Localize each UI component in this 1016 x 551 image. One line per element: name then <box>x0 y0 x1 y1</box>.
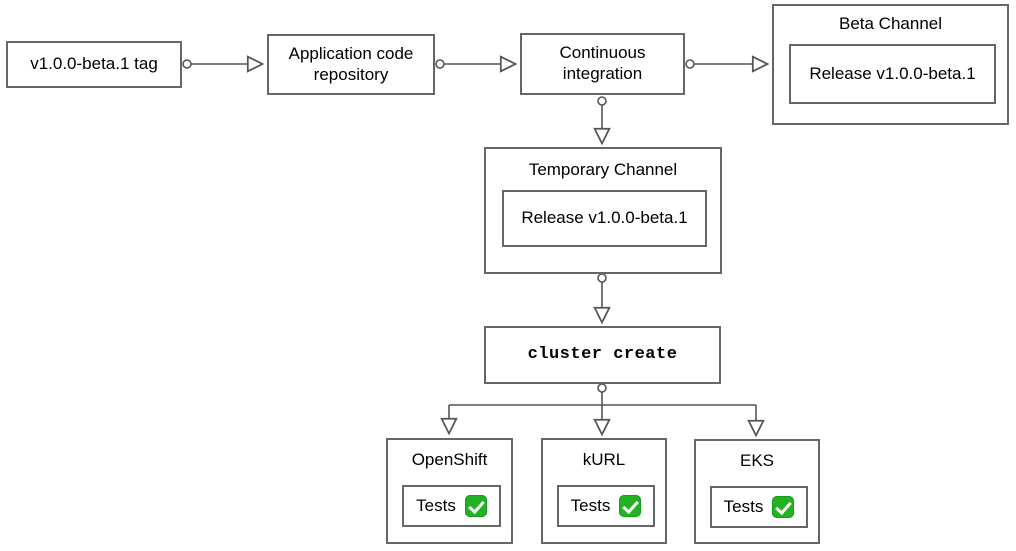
edge-temporary-channel-to-cluster-create <box>598 273 606 321</box>
node-temporary-channel[interactable]: Temporary Channel Release v1.0.0-beta.1 <box>484 147 722 274</box>
node-kurl-tests[interactable]: Tests <box>557 485 655 527</box>
node-tag[interactable]: v1.0.0-beta.1 tag <box>6 41 182 88</box>
node-openshift[interactable]: OpenShift Tests <box>386 438 513 544</box>
node-eks-tests[interactable]: Tests <box>710 486 808 528</box>
node-cluster-create-label: cluster create <box>527 344 678 364</box>
node-eks[interactable]: EKS Tests <box>694 439 820 544</box>
node-beta-channel-release[interactable]: Release v1.0.0-beta.1 <box>789 44 996 104</box>
edge-cluster-create-to-targets <box>449 383 756 434</box>
edge-ci-to-beta-channel <box>685 60 766 68</box>
node-openshift-tests-label: Tests <box>416 495 456 515</box>
node-continuous-integration-label: Continuous integration <box>559 43 646 83</box>
node-kurl-title: kURL <box>582 450 626 469</box>
edge-ci-to-temporary-channel <box>598 96 606 142</box>
edge-tag-to-repository <box>182 60 261 68</box>
node-application-code-repository[interactable]: Application code repository <box>267 34 435 95</box>
node-openshift-title: OpenShift <box>411 450 488 469</box>
node-eks-title: EKS <box>739 451 775 470</box>
node-continuous-integration[interactable]: Continuous integration <box>520 33 685 95</box>
check-green-icon <box>464 495 487 517</box>
edge-repository-to-ci <box>435 60 514 68</box>
node-tag-label: v1.0.0-beta.1 tag <box>30 54 158 74</box>
check-green-icon <box>619 495 642 517</box>
node-beta-channel-release-label: Release v1.0.0-beta.1 <box>809 63 976 83</box>
node-temporary-channel-release[interactable]: Release v1.0.0-beta.1 <box>502 190 707 247</box>
node-openshift-tests[interactable]: Tests <box>402 485 501 527</box>
node-application-code-repository-label: Application code repository <box>288 43 414 84</box>
node-eks-tests-label: Tests <box>723 496 764 516</box>
node-temporary-channel-release-label: Release v1.0.0-beta.1 <box>521 208 688 228</box>
node-cluster-create[interactable]: cluster create <box>484 326 721 384</box>
node-kurl-tests-label: Tests <box>570 495 611 515</box>
node-beta-channel[interactable]: Beta Channel Release v1.0.0-beta.1 <box>772 4 1009 125</box>
node-beta-channel-title: Beta Channel <box>838 14 943 33</box>
node-temporary-channel-title: Temporary Channel <box>528 160 678 179</box>
check-green-icon <box>772 496 795 518</box>
node-kurl[interactable]: kURL Tests <box>541 438 667 544</box>
